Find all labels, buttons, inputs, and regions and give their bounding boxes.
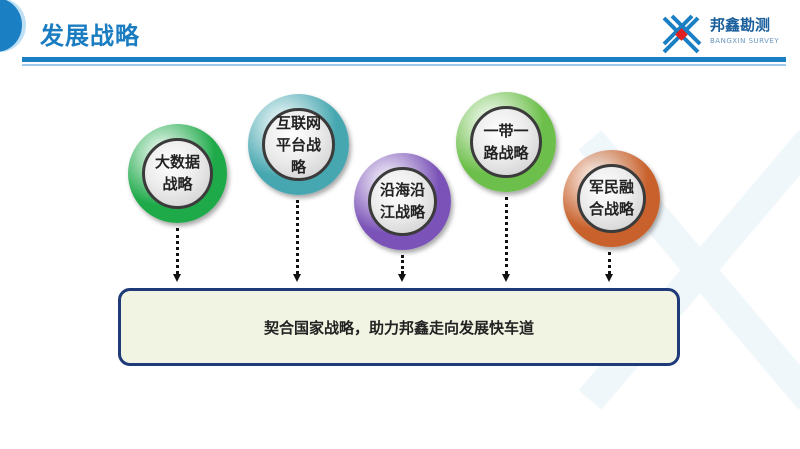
- strategy-label: 军民融合战略: [576, 163, 647, 234]
- strategy-circle-coastal-river: 沿海沿江战略: [354, 153, 451, 250]
- strategy-circle-internet-platform: 互联网平台战略: [248, 94, 349, 195]
- header-divider-thin: [22, 64, 786, 66]
- arrow-down-icon: [398, 255, 406, 282]
- summary-text: 契合国家战略，助力邦鑫走向发展快车道: [263, 318, 534, 337]
- arrow-down-icon: [293, 200, 301, 282]
- company-logo: 邦鑫勘测 BANGXIN SURVEY: [660, 12, 780, 54]
- arrow-down-icon: [173, 228, 181, 282]
- arrow-down-icon: [502, 197, 510, 282]
- strategy-label: 大数据战略: [141, 137, 214, 210]
- logo-text-en: BANGXIN SURVEY: [710, 37, 780, 45]
- logo-icon: [662, 14, 702, 54]
- strategy-label: 一带一路战略: [470, 106, 542, 178]
- strategy-circle-big-data: 大数据战略: [128, 124, 227, 223]
- arrow-down-icon: [605, 252, 613, 282]
- page-title: 发展战略: [40, 22, 140, 50]
- strategy-label: 互联网平台战略: [262, 108, 335, 181]
- header-divider: [22, 57, 786, 62]
- strategy-circle-military-civil: 军民融合战略: [563, 150, 660, 247]
- summary-box: 契合国家战略，助力邦鑫走向发展快车道: [118, 288, 680, 366]
- strategy-circle-belt-road: 一带一路战略: [456, 92, 556, 192]
- logo-text-cn: 邦鑫勘测: [710, 16, 771, 34]
- strategy-label: 沿海沿江战略: [367, 166, 438, 237]
- header-tab-decoration: [0, 0, 22, 52]
